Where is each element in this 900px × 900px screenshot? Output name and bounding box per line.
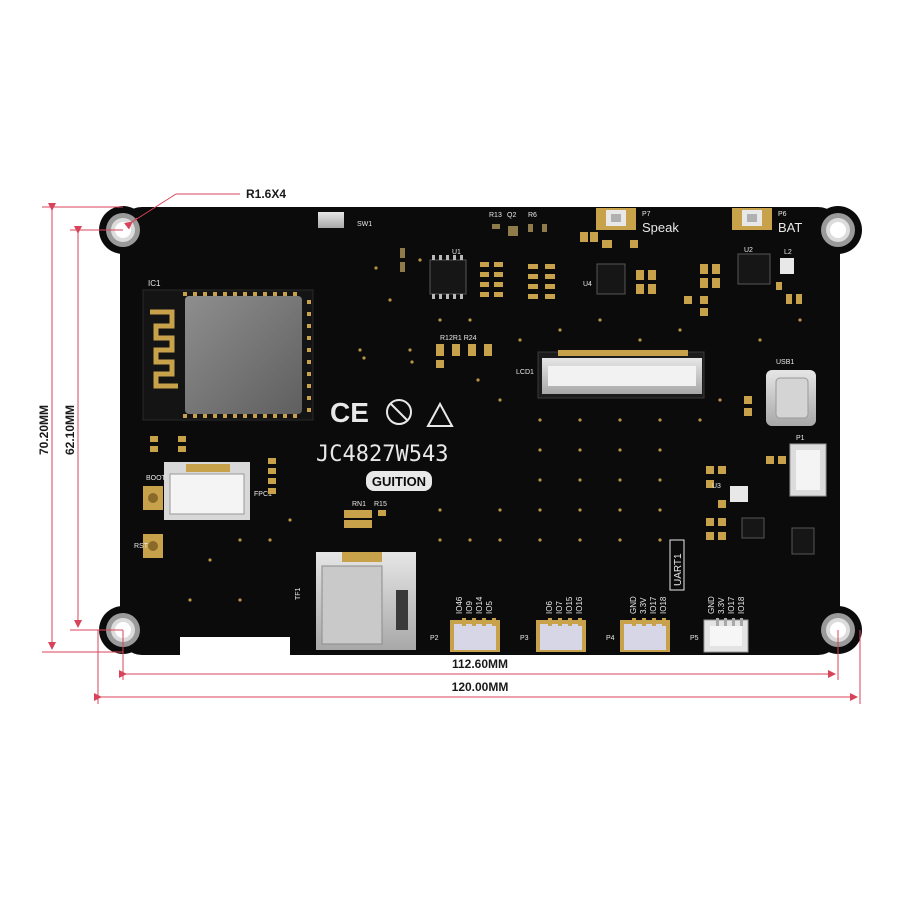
outer-width-dimension: 120.00MM	[452, 680, 509, 694]
p4-connector	[620, 618, 670, 652]
u1-label: U1	[452, 249, 461, 256]
p5-pin-labels: GND 3.3V IO17 IO18	[707, 596, 746, 614]
u2-chip	[737, 253, 771, 285]
boot-button-pads	[143, 486, 163, 510]
usb-c-port	[766, 370, 816, 426]
tf-label: TF1	[295, 587, 302, 600]
sw1-switch	[318, 212, 344, 228]
svg-text:IO46: IO46	[455, 596, 464, 614]
vias	[188, 258, 802, 602]
rst-label: RST	[134, 543, 149, 550]
svg-text:IO17: IO17	[649, 596, 658, 614]
lcd1-label: LCD1	[516, 369, 534, 376]
svg-text:GND: GND	[629, 596, 638, 614]
svg-text:IO6: IO6	[545, 601, 554, 614]
u4-chip	[596, 263, 626, 295]
svg-text:IO14: IO14	[475, 596, 484, 614]
p4-pin-labels: GND 3.3V IO17 IO18	[629, 596, 668, 614]
u3-component	[730, 486, 748, 502]
svg-text:IO9: IO9	[465, 601, 474, 614]
rst-button-pads	[143, 534, 163, 558]
outer-height-dimension: 70.20MM	[37, 405, 51, 455]
fpc1-connector	[164, 462, 250, 520]
rn1-label: RN1	[352, 501, 366, 508]
esp32-module	[142, 289, 314, 421]
s4-component	[791, 527, 815, 555]
svg-text:GUITION: GUITION	[372, 474, 426, 489]
p7-label: P7	[642, 211, 651, 218]
svg-text:IO17: IO17	[727, 596, 736, 614]
p1-label: P1	[796, 435, 805, 442]
p5-label: P5	[690, 635, 699, 642]
r6-label: R6	[528, 212, 537, 219]
p2-label: P2	[430, 635, 439, 642]
p2-connector	[450, 618, 500, 652]
svg-text:IO5: IO5	[485, 601, 494, 614]
p5-connector	[703, 618, 749, 653]
svg-text:3.3V: 3.3V	[639, 597, 648, 614]
q2-label: Q2	[507, 212, 516, 219]
p6-label: P6	[778, 211, 787, 218]
ic1-label: IC1	[148, 279, 161, 288]
r12r1r24-label: R12R1 R24	[440, 335, 477, 342]
guition-logo: GUITION	[366, 471, 432, 491]
r13-label: R13	[489, 212, 502, 219]
dimension-annotations	[42, 193, 861, 704]
svg-text:IO15: IO15	[565, 596, 574, 614]
svg-text:IO18: IO18	[659, 596, 668, 614]
fpc1-label: FPC1	[254, 491, 272, 498]
certification-marks: CE	[330, 397, 454, 428]
mounting-hole-top-right	[821, 213, 855, 247]
p3-pin-labels: IO6 IO7 IO15 IO16	[545, 596, 584, 614]
l2-label: L2	[784, 249, 792, 256]
p1-connector	[789, 443, 827, 497]
boot-label: BOOT	[146, 475, 167, 482]
radius-dimension: R1.6X4	[246, 187, 286, 201]
svg-text:3.3V: 3.3V	[717, 597, 726, 614]
l2-inductor	[780, 258, 794, 274]
u3-label: U3	[712, 483, 721, 490]
model-label: JC4827W543	[316, 442, 448, 467]
tf-card-slot	[316, 552, 416, 650]
r15-label: R15	[374, 501, 387, 508]
p3-connector	[536, 618, 586, 652]
p6-battery-connector	[732, 208, 772, 230]
p2-pin-labels: IO46 IO9 IO14 IO5	[455, 596, 494, 614]
board-notch	[180, 637, 290, 655]
u2-label: U2	[744, 247, 753, 254]
inner-height-dimension: 62.10MM	[63, 405, 77, 455]
p3-label: P3	[520, 635, 529, 642]
u4-label: U4	[583, 281, 592, 288]
svg-text:IO16: IO16	[575, 596, 584, 614]
svg-text:IO18: IO18	[737, 596, 746, 614]
inner-width-dimension: 112.60MM	[452, 657, 508, 671]
sw1-label: SW1	[357, 221, 372, 228]
p7-speaker-connector	[596, 208, 636, 230]
lcd1-connector	[537, 350, 705, 399]
bat-label: BAT	[778, 220, 802, 235]
usb1-label: USB1	[776, 359, 794, 366]
svg-text:UART1: UART1	[673, 553, 684, 586]
svg-text:IO7: IO7	[555, 601, 564, 614]
svg-text:GND: GND	[707, 596, 716, 614]
u1-chip	[429, 255, 467, 299]
speak-label: Speak	[642, 220, 679, 235]
p4-label: P4	[606, 635, 615, 642]
uart1-label-box: UART1	[669, 539, 685, 591]
ce-mark: CE	[330, 397, 369, 428]
